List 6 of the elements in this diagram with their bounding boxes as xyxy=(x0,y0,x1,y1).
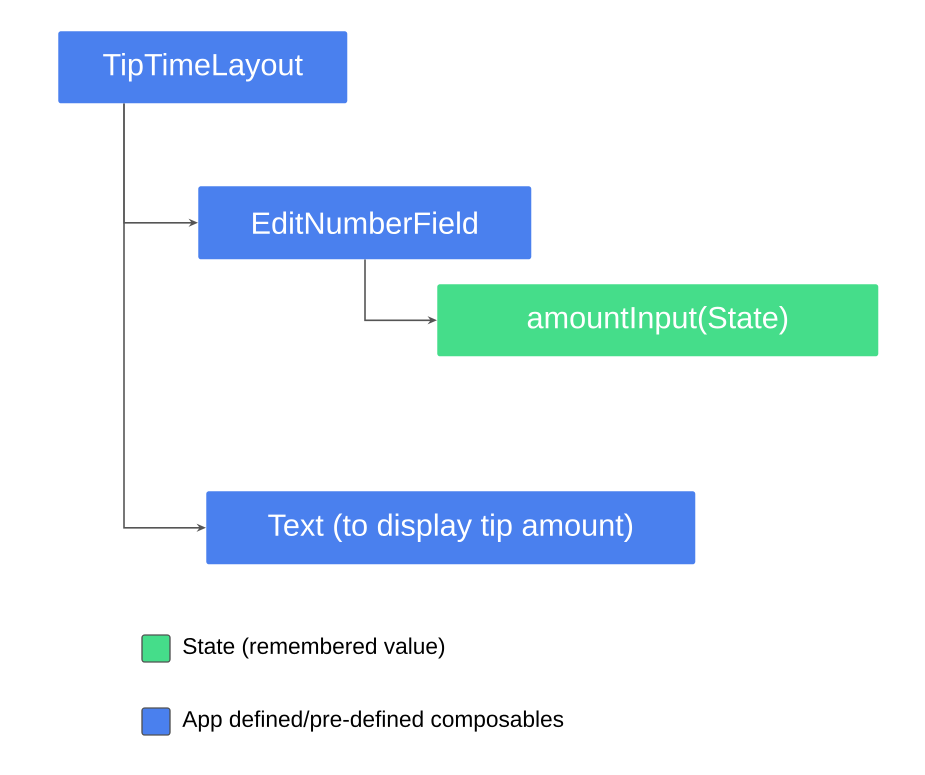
process-box: EditNumberField xyxy=(198,186,532,260)
process-box: Text (to display tip amount) xyxy=(206,491,696,564)
legend-label: App defined/pre-defined composables xyxy=(182,710,564,732)
process-box: amountInput(State) xyxy=(437,284,878,356)
legend-label: State (remembered value) xyxy=(183,637,444,659)
process-box: TipTimeLayout xyxy=(58,31,348,104)
